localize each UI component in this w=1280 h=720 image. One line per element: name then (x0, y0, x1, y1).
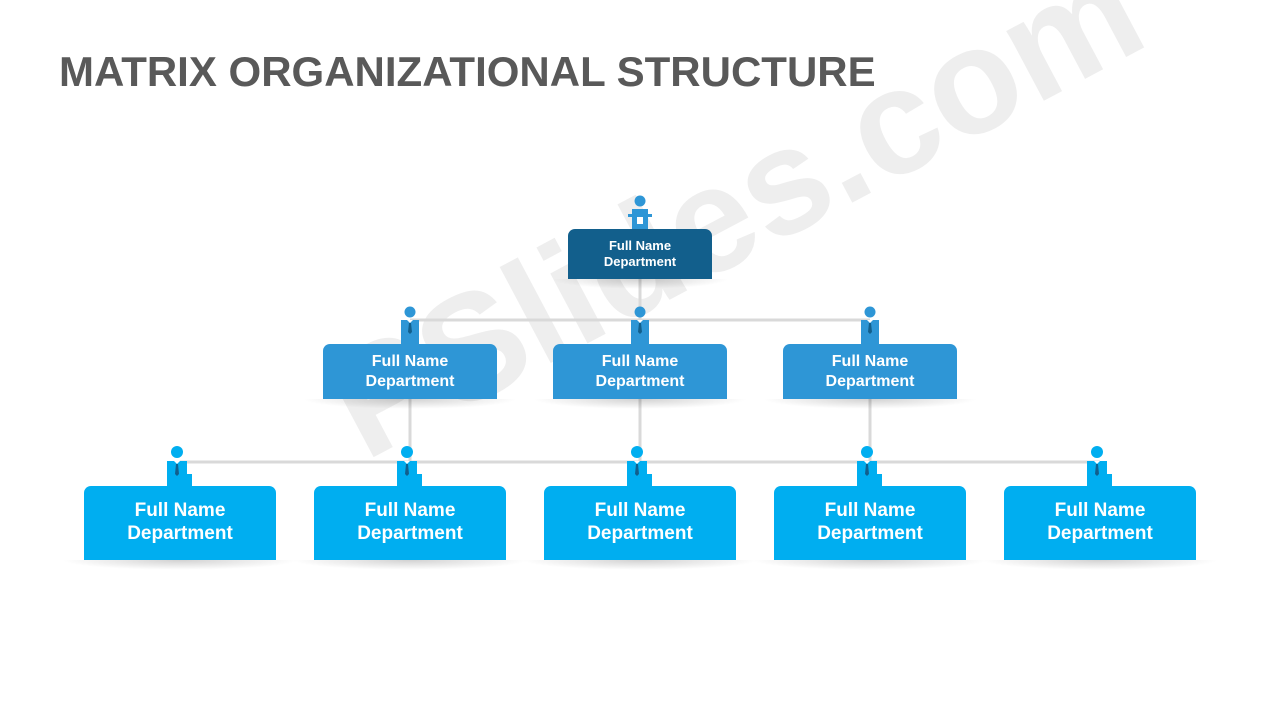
person-icon (861, 306, 879, 346)
slide-title: MATRIX ORGANIZATIONAL STRUCTURE (59, 48, 876, 95)
node-department: Department (365, 372, 455, 390)
person-icon (401, 306, 419, 346)
node-department: Department (595, 372, 685, 390)
person-podium-icon (628, 195, 652, 231)
node-department: Department (357, 523, 463, 544)
org-node-middle-1[interactable]: Full Name Department (302, 344, 518, 409)
node-name: Full Name (364, 500, 456, 522)
node-department: Department (1047, 523, 1153, 544)
person-icon (631, 306, 649, 346)
person-icon (167, 446, 192, 488)
person-icon (627, 446, 652, 488)
org-node-middle-2[interactable]: Full Name Department (532, 344, 748, 409)
node-department: Department (817, 523, 923, 544)
node-name: Full Name (1054, 500, 1146, 522)
node-department: Department (127, 523, 233, 544)
org-node-middle-3[interactable]: Full Name Department (762, 344, 978, 409)
box-shadow (762, 399, 978, 409)
box-shadow (520, 560, 760, 570)
box-shadow (550, 279, 730, 289)
org-node-bottom-2[interactable]: Full Name Department (290, 486, 530, 570)
node-name: Full Name (831, 353, 909, 371)
person-icon (857, 446, 882, 488)
node-department: Department (825, 372, 915, 390)
node-name: Full Name (594, 500, 686, 522)
org-node-bottom-3[interactable]: Full Name Department (520, 486, 760, 570)
box-shadow (532, 399, 748, 409)
person-icon (397, 446, 422, 488)
node-name: Full Name (824, 500, 916, 522)
box-shadow (750, 560, 990, 570)
org-node-bottom-5[interactable]: Full Name Department (980, 486, 1220, 570)
org-node-top[interactable]: Full Name Department (550, 229, 730, 289)
node-name: Full Name (601, 353, 679, 371)
org-node-bottom-1[interactable]: Full Name Department (60, 486, 300, 570)
org-node-bottom-4[interactable]: Full Name Department (750, 486, 990, 570)
person-icon (1087, 446, 1112, 488)
node-name: Full Name (371, 353, 449, 371)
box-shadow (290, 560, 530, 570)
node-department: Department (603, 254, 677, 269)
box-shadow (980, 560, 1220, 570)
node-name: Full Name (608, 238, 672, 254)
box-shadow (302, 399, 518, 409)
box-shadow (60, 560, 300, 570)
node-name: Full Name (134, 500, 226, 522)
node-department: Department (587, 523, 693, 544)
